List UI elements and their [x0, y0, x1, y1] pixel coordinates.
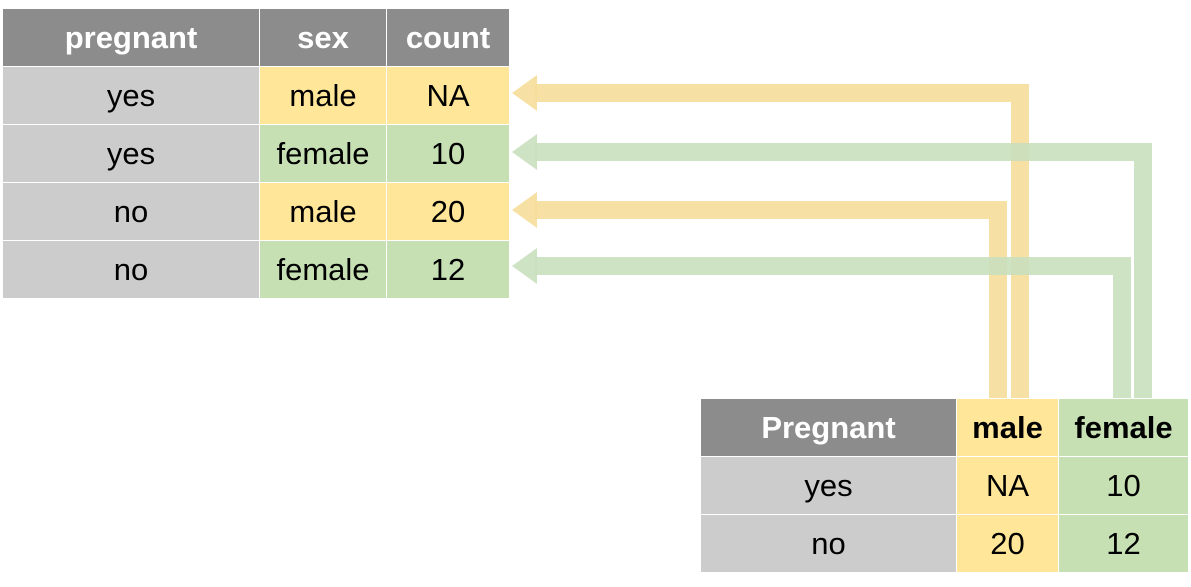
cell-male: 20: [956, 514, 1059, 573]
arrow-head-male-no: [512, 192, 537, 228]
arrow-male-yes: [535, 84, 1029, 400]
arrow-head-male-yes: [512, 75, 537, 111]
long-format-table: pregnant sex count yes male NA yes femal…: [2, 8, 510, 299]
cell-count: 10: [386, 124, 510, 183]
arrow-head-female-yes: [512, 134, 537, 170]
table-row: yes NA 10: [700, 456, 1189, 515]
wide-table-header-row: Pregnant male female: [700, 398, 1189, 457]
header-count: count: [386, 8, 510, 67]
cell-sex: female: [259, 124, 387, 183]
table-row: yes male NA: [2, 66, 510, 125]
header-pregnant: pregnant: [2, 8, 260, 67]
cell-sex: female: [259, 240, 387, 299]
cell-pregnant: yes: [2, 66, 260, 125]
table-row: no female 12: [2, 240, 510, 299]
table-row: no male 20: [2, 182, 510, 241]
cell-female: 10: [1058, 456, 1189, 515]
wide-format-table: Pregnant male female yes NA 10 no 20 12: [700, 398, 1189, 573]
arrow-female-yes: [535, 143, 1152, 400]
header-sex: sex: [259, 8, 387, 67]
arrow-male-no: [535, 201, 1007, 400]
header-female: female: [1058, 398, 1189, 457]
cell-pregnant: no: [2, 240, 260, 299]
cell-sex: male: [259, 182, 387, 241]
cell-pregnant: yes: [700, 456, 957, 515]
arrow-female-no: [535, 257, 1131, 400]
long-table-header-row: pregnant sex count: [2, 8, 510, 67]
cell-pregnant: yes: [2, 124, 260, 183]
cell-count: 20: [386, 182, 510, 241]
cell-count: 12: [386, 240, 510, 299]
table-row: no 20 12: [700, 514, 1189, 573]
cell-pregnant: no: [2, 182, 260, 241]
arrow-head-female-no: [512, 248, 537, 284]
cell-female: 12: [1058, 514, 1189, 573]
cell-male: NA: [956, 456, 1059, 515]
header-pregnant: Pregnant: [700, 398, 957, 457]
cell-pregnant: no: [700, 514, 957, 573]
table-row: yes female 10: [2, 124, 510, 183]
header-male: male: [956, 398, 1059, 457]
cell-sex: male: [259, 66, 387, 125]
cell-count: NA: [386, 66, 510, 125]
